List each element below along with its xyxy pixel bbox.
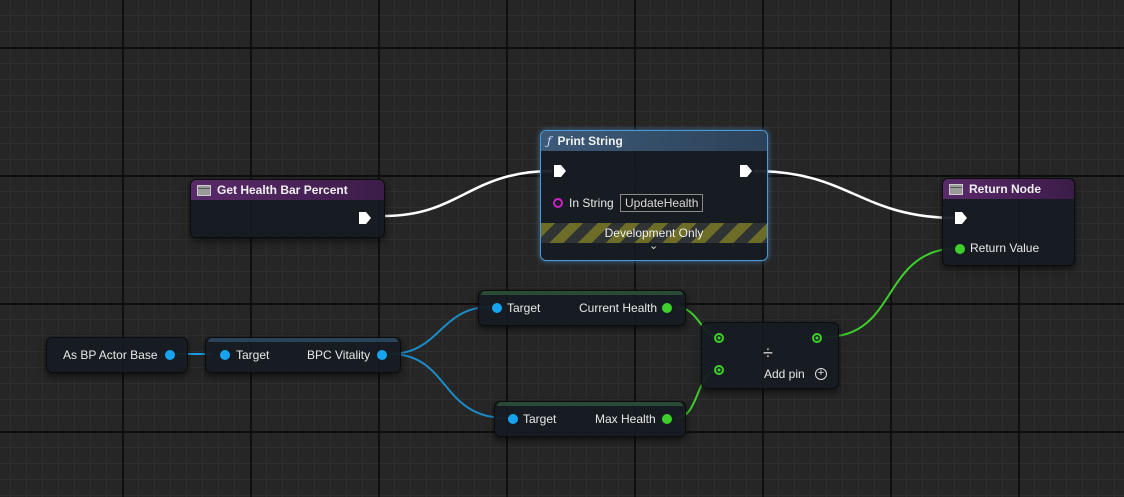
function-entry-icon <box>197 184 211 196</box>
node-header[interactable]: ƒ Print String <box>541 131 767 151</box>
object-wire-vitality-to-max <box>389 353 507 419</box>
exec-wire-print-to-return <box>753 169 958 220</box>
exec-input-pin[interactable] <box>954 211 968 225</box>
object-output-pin[interactable] <box>377 350 387 360</box>
float-wire-divide-to-return <box>824 247 961 338</box>
return-value-label: Return Value <box>970 241 1040 255</box>
function-icon: ƒ <box>547 134 552 148</box>
return-value-pin[interactable] <box>955 244 965 254</box>
max-health-label: Max Health <box>595 412 656 426</box>
exec-output-pin[interactable] <box>739 164 753 178</box>
node-header[interactable]: Get Health Bar Percent <box>191 180 384 200</box>
development-only-label: Development Only <box>604 226 704 240</box>
add-pin-label[interactable]: Add pin <box>764 367 805 381</box>
node-top-bar <box>497 402 683 406</box>
node-top-bar <box>208 338 398 342</box>
object-wire-vitality-to-current <box>389 306 491 355</box>
divide-input-b-pin[interactable] <box>714 365 724 375</box>
current-health-label: Current Health <box>579 301 658 315</box>
as-bp-actor-base-node[interactable]: As BP Actor Base <box>46 337 188 373</box>
divide-icon: ÷ <box>763 343 773 363</box>
target-input-pin[interactable] <box>492 303 502 313</box>
exec-input-pin[interactable] <box>553 164 567 178</box>
target-label: Target <box>236 348 270 362</box>
get-bpc-vitality-node[interactable]: Target BPC Vitality <box>205 337 401 373</box>
get-max-health-node[interactable]: Target Max Health <box>494 401 686 437</box>
in-string-pin[interactable] <box>553 198 563 208</box>
print-string-node[interactable]: ƒ Print String In String UpdateHealth De… <box>540 130 768 261</box>
divide-output-pin[interactable] <box>812 333 822 343</box>
target-label: Target <box>507 301 541 315</box>
node-title: Return Node <box>969 182 1041 196</box>
target-label: Target <box>523 412 557 426</box>
in-string-input[interactable]: UpdateHealth <box>620 194 704 212</box>
node-title: Get Health Bar Percent <box>217 183 348 197</box>
target-input-pin[interactable] <box>508 414 518 424</box>
exec-wire-entry-to-print <box>383 169 553 218</box>
float-output-pin[interactable] <box>662 414 672 424</box>
exec-output-pin[interactable] <box>358 211 372 225</box>
function-return-icon <box>949 183 963 195</box>
get-current-health-node[interactable]: Target Current Health <box>478 290 686 326</box>
return-node[interactable]: Return Node Return Value <box>942 178 1075 266</box>
divide-input-a-pin[interactable] <box>714 333 724 343</box>
in-string-label: In String <box>569 196 614 210</box>
object-output-pin[interactable] <box>165 350 175 360</box>
float-output-pin[interactable] <box>662 303 672 313</box>
node-top-bar <box>481 291 683 295</box>
as-bp-actor-base-label: As BP Actor Base <box>63 348 158 362</box>
target-input-pin[interactable] <box>220 350 230 360</box>
divide-node[interactable]: ÷ Add pin + <box>701 322 839 389</box>
node-title: Print String <box>557 134 623 148</box>
development-only-banner <box>541 223 767 243</box>
bpc-vitality-label: BPC Vitality <box>307 348 371 362</box>
get-health-bar-percent-node[interactable]: Get Health Bar Percent <box>190 179 385 238</box>
expand-chevron-icon[interactable]: ⌄ <box>649 240 659 252</box>
node-header[interactable]: Return Node <box>943 179 1074 199</box>
add-pin-icon[interactable]: + <box>815 368 827 380</box>
